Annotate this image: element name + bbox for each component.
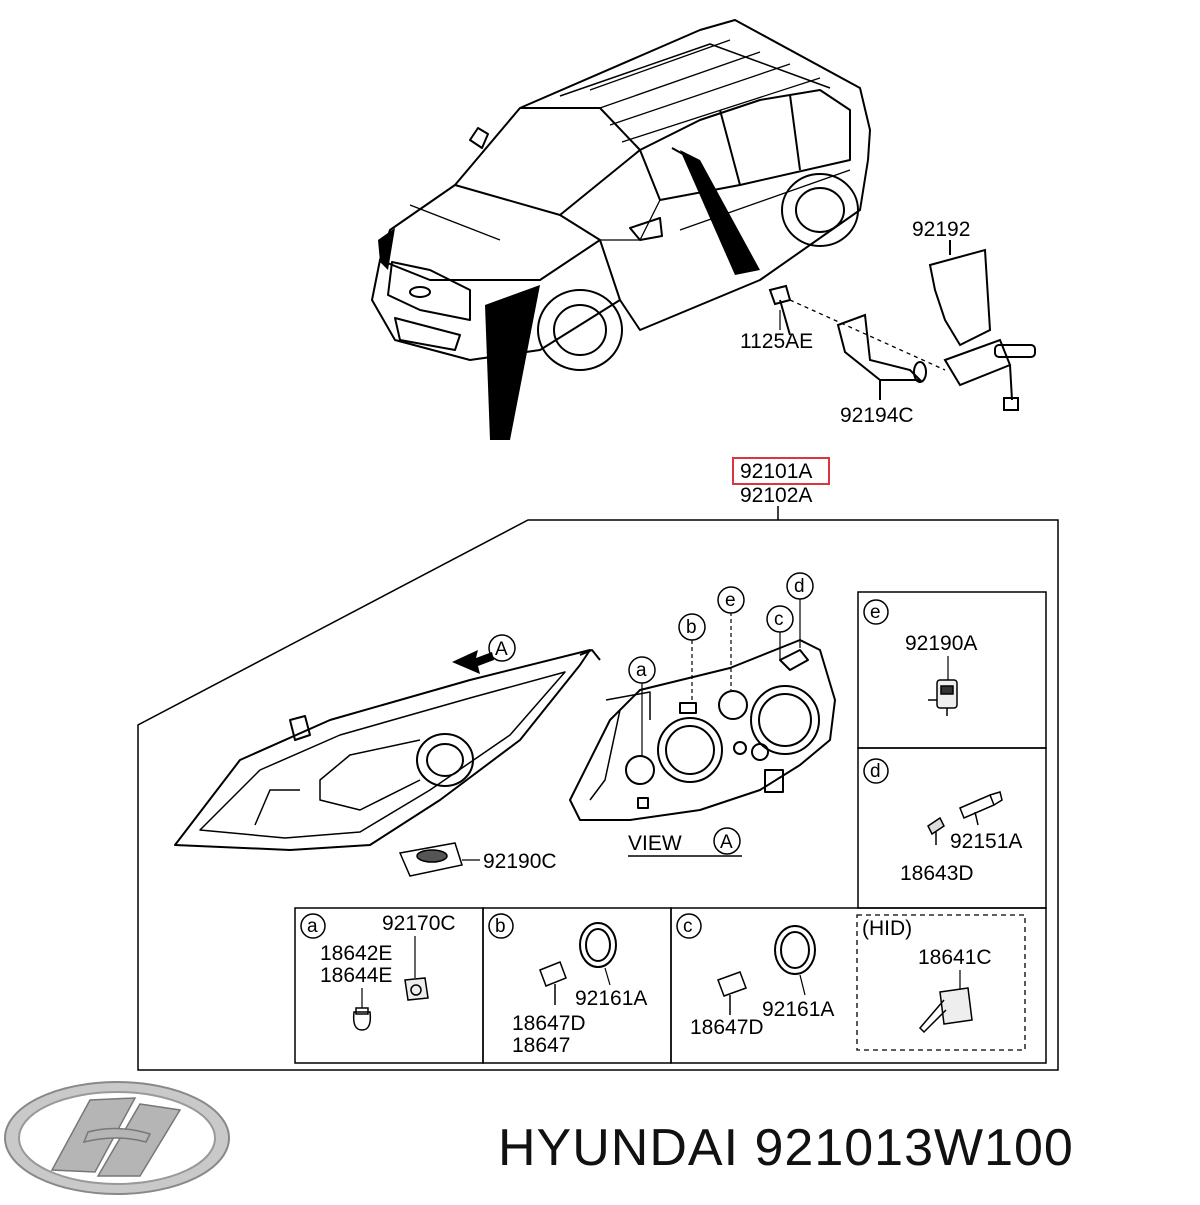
label-92192: 92192 [912,218,970,241]
car-illustration [371,19,871,371]
callout-d-text: d [794,576,805,597]
bulb-18643d [927,816,945,845]
box-b-tag: b [495,916,506,937]
box-a-tag: a [307,916,318,937]
callout-b [678,613,706,641]
label-92151a: 92151A [950,830,1022,853]
label-1125ae: 1125AE [740,330,813,353]
view-ref-circle [713,827,741,855]
bulb-18647d-b [539,961,567,1005]
view-label: VIEW [628,832,682,855]
label-18647d-c: 18647D [690,1016,764,1039]
headlamp-front-view [174,649,601,851]
callout-c [766,605,794,633]
box-hid [856,914,1026,1051]
label-92194c: 92194C [840,404,914,427]
hid-title: (HID) [862,917,912,940]
label-92161a-b: 92161A [575,987,647,1010]
leveling-sensor-assembly [768,240,1036,411]
actuator-92190a [928,679,958,716]
box-c-tag: c [683,916,693,937]
callout-arrow-a [488,634,516,662]
callout-d [786,572,814,600]
bulb-18647d-c [717,971,747,1015]
label-18641c: 18641C [918,946,992,969]
arrow-icon [452,650,494,674]
bulb-18642e [352,1007,372,1031]
box-e-tag: e [870,602,881,623]
label-92101a: 92101A [740,460,812,483]
headlamp-mark-left [378,228,395,270]
headlamp-rear-view [569,639,836,821]
cap-92161a-b [579,922,617,968]
label-18647d-b: 18647D [512,1012,586,1035]
sensor-leader [680,150,760,275]
label-18647: 18647 [512,1034,570,1057]
callout-a-text: a [636,660,647,681]
label-92170c: 92170C [382,912,456,935]
callout-a [628,656,656,684]
callout-e [717,586,745,614]
bulb-92151a [959,791,1003,826]
callout-e-text: e [725,590,736,611]
label-18642e: 18642E [320,942,392,965]
box-e [857,591,1047,749]
label-92161a-c: 92161A [762,998,834,1021]
hid-bulb-18641c [918,987,973,1034]
socket-92170c [404,977,429,1001]
label-18643d: 18643D [900,862,974,885]
brand-name: HYUNDAI [498,1119,740,1177]
hyundai-logo [4,1081,230,1195]
label-92190a: 92190A [905,632,977,655]
brand-part-number: 921013W100 [754,1119,1074,1177]
label-18644e: 18644E [320,964,392,987]
highlight-box [732,457,830,485]
arrow-ref-text: A [495,639,508,660]
cover-92190c [398,842,463,877]
callout-b-text: b [686,617,697,638]
cap-92161a-c [774,925,816,975]
callout-c-text: c [774,609,784,630]
label-92102a: 92102A [740,484,812,507]
label-92190c: 92190C [483,850,557,873]
box-d-tag: d [870,761,881,782]
view-ref-text: A [720,832,733,853]
box-c [670,907,1047,1064]
headlamp-leader [485,285,540,440]
main-frame [137,519,1059,1071]
callout-leaders [641,598,801,756]
brand-caption: HYUNDAI 921013W100 [498,1118,1188,1178]
